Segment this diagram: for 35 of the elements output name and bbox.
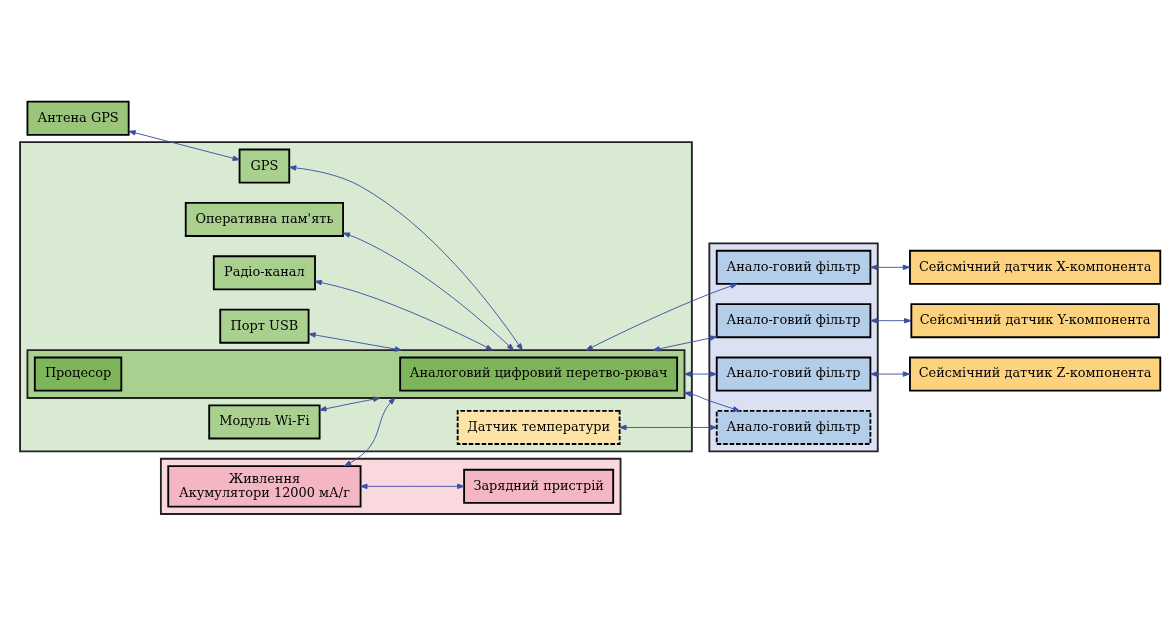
node-box: Зарядний пристрій — [463, 468, 615, 504]
node-box: Аналоговий цифровий перетво-рювач — [399, 356, 679, 392]
arrow — [319, 396, 381, 412]
cluster — [26, 349, 686, 399]
node-box: Анало-говий фільтр — [715, 356, 872, 392]
arrow — [344, 397, 396, 467]
arrow — [288, 165, 523, 351]
arrow — [360, 483, 465, 490]
node-box: Радіо-канал — [212, 255, 316, 291]
arrow — [128, 130, 240, 161]
node-box: Модуль Wi-Fi — [208, 404, 321, 440]
node-box: Живлення Акумулятори 12000 мА/г — [167, 465, 362, 508]
node-box: Оперативна пам'ять — [184, 202, 344, 237]
arrow — [652, 335, 718, 352]
arrow — [870, 318, 912, 324]
arrow — [585, 283, 738, 351]
node-box: Антена GPS — [26, 100, 130, 136]
node-box: Порт USB — [219, 308, 310, 344]
arrow — [684, 391, 741, 412]
arrow — [684, 371, 717, 377]
arrow — [870, 264, 911, 271]
arrow — [619, 424, 717, 431]
node-box: Анало-говий фільтр — [715, 409, 872, 445]
node-box: GPS — [238, 148, 291, 184]
arrow — [308, 332, 402, 352]
node-box: Сейсмічний датчик X-компонента — [909, 249, 1162, 285]
arrow — [342, 232, 515, 351]
node-box: Процесор — [33, 356, 123, 392]
node-box: Анало-говий фільтр — [715, 249, 872, 285]
node-box: Сейсмічний датчик Y-компонента — [910, 303, 1160, 339]
arrow — [314, 279, 494, 351]
node-box: Сейсмічний датчик Z-компонента — [909, 356, 1162, 392]
node-box: Анало-говий фільтр — [715, 303, 872, 339]
arrow — [870, 371, 911, 377]
node-box: Датчик температури — [456, 409, 621, 445]
